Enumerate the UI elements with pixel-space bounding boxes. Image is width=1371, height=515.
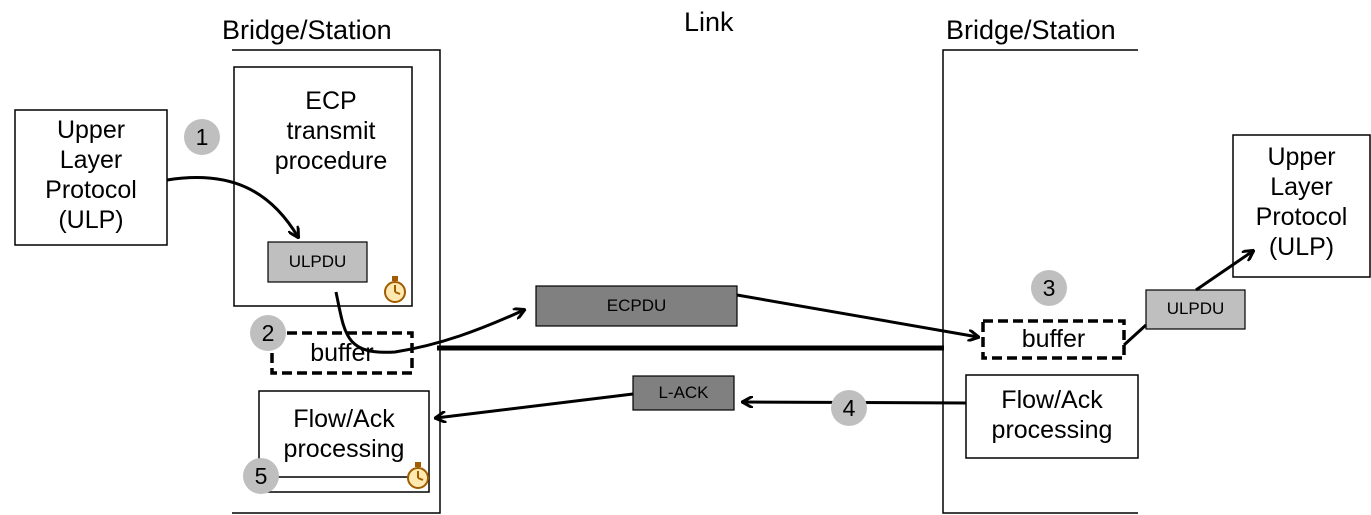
step-badge-4 xyxy=(831,390,867,426)
l-ack-label: L-ACK xyxy=(658,383,709,402)
step-badge-2 xyxy=(250,315,286,351)
ulp-left-line-1: Upper xyxy=(56,116,126,144)
step-number-5: 5 xyxy=(254,463,268,489)
step-number-1: 1 xyxy=(195,124,209,150)
stopwatch-icon xyxy=(407,462,429,489)
link-title: Link xyxy=(684,7,734,37)
flow-left-line-2: processing xyxy=(283,435,405,463)
left-station-title: Bridge/Station xyxy=(222,15,392,45)
step-badge-1 xyxy=(184,119,220,155)
flow-ack-left-label: Flow/Ack processing xyxy=(259,404,429,464)
right-station-frame xyxy=(942,49,1138,514)
ulp-left-line-3: Protocol xyxy=(45,176,137,204)
right-station-title: Bridge/Station xyxy=(946,15,1116,45)
flow-left-line-1: Flow/Ack xyxy=(293,405,395,433)
ecpdu-label: ECPDU xyxy=(606,296,667,315)
flow-ack-box-right xyxy=(965,374,1139,459)
flow-right-line-1: Flow/Ack xyxy=(1001,386,1103,414)
ulp-left-line-2: Layer xyxy=(59,146,123,174)
ulpdu-left xyxy=(267,241,368,283)
ulp-right-line-2: Layer xyxy=(1270,173,1333,201)
buffer-left-label: buffer xyxy=(310,339,374,367)
step-number-3: 3 xyxy=(1042,275,1056,301)
arrow-ulpdu-to-ecpdu xyxy=(334,291,524,354)
ulp-left-box xyxy=(14,109,168,246)
ulp-right-line-3: Protocol xyxy=(1255,203,1348,231)
step-number-2: 2 xyxy=(261,320,275,346)
stopwatch-icon xyxy=(384,276,406,303)
ulp-left-label: Upper Layer Protocol (ULP) xyxy=(15,115,167,235)
step-number-4: 4 xyxy=(842,395,856,421)
ecpdu xyxy=(535,285,738,327)
ulp-right-line-4: (ULP) xyxy=(1268,233,1335,261)
ulp-right-label: Upper Layer Protocol (ULP) xyxy=(1233,142,1370,262)
step-badge-3 xyxy=(1031,270,1067,306)
ulpdu-right xyxy=(1145,289,1246,330)
flow-ack-right-label: Flow/Ack processing xyxy=(966,385,1138,445)
flow-right-line-2: processing xyxy=(991,416,1113,444)
arrow-ecpdu-to-buffer xyxy=(736,293,978,337)
step-badge-5 xyxy=(243,458,279,494)
ulpdu-right-label: ULPDU xyxy=(1166,299,1225,318)
arrow-ulpdu-to-ulp xyxy=(1195,251,1253,292)
ulp-left-line-4: (ULP) xyxy=(58,206,124,234)
buffer-right-label: buffer xyxy=(1021,325,1086,353)
flow-ack-box-left xyxy=(258,390,430,493)
ecp-line-2: transmit xyxy=(286,117,376,145)
ecp-line-3: procedure xyxy=(274,147,388,175)
arrow-ulp-to-ulpdu xyxy=(166,176,298,237)
ulpdu-left-label: ULPDU xyxy=(288,252,347,271)
ulp-right-line-1: Upper xyxy=(1267,143,1336,171)
arrow-buffer-to-ulpdu xyxy=(1122,323,1148,347)
left-station-frame xyxy=(232,49,441,514)
arrow-lack-to-flow xyxy=(436,392,634,418)
buffer-right xyxy=(981,319,1126,360)
ecp-line-1: ECP xyxy=(305,87,357,115)
l-ack xyxy=(632,375,735,411)
ecp-transmit-label: ECP transmit procedure xyxy=(256,86,406,176)
